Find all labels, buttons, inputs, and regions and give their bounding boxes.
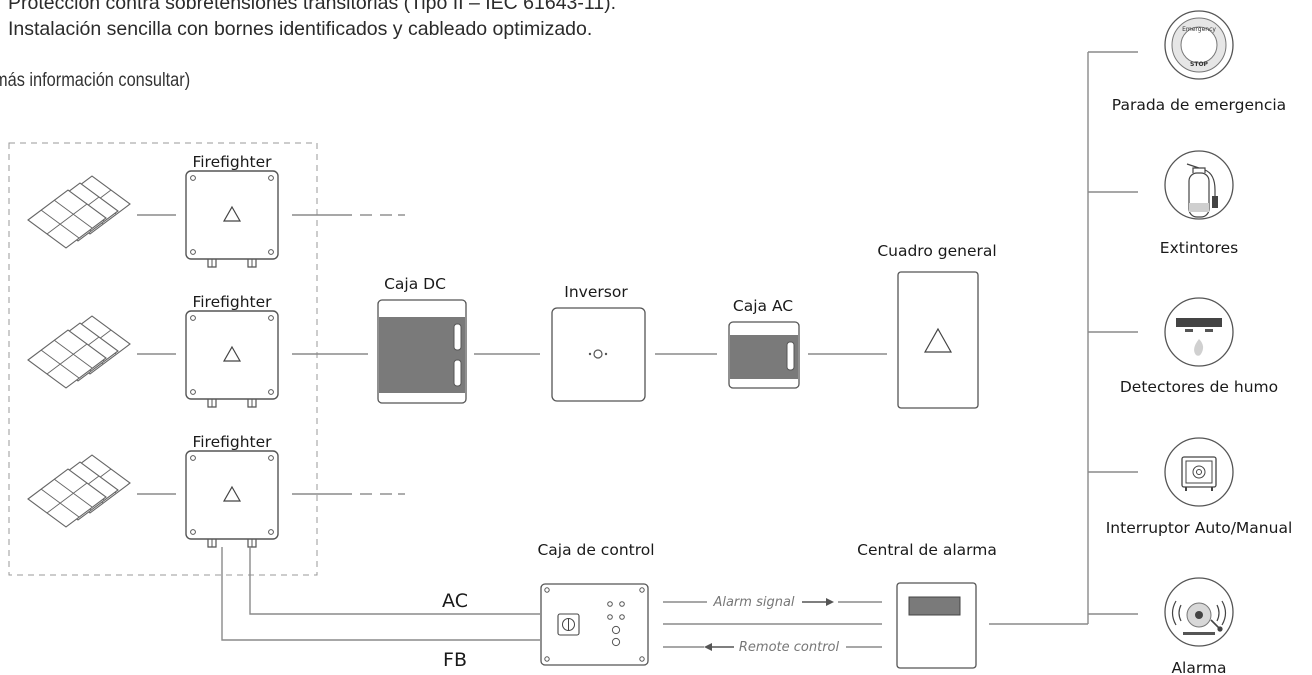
inversor-label: Inversor (564, 283, 628, 301)
caja-control-label: Caja de control (537, 541, 654, 559)
alarm-label: Alarma (1171, 659, 1226, 675)
more-info-note: más información consultar) (0, 70, 191, 91)
firefighter-label-3: Firefighter (192, 433, 272, 451)
emergency-badge-bottom: STOP (1190, 61, 1209, 68)
firefighter-label-2: Firefighter (192, 293, 272, 311)
solar-panel-array-1 (27, 175, 131, 249)
caja-ac-box (728, 321, 800, 389)
firefighter-box-3 (185, 450, 279, 548)
intro-line-2: Instalación sencilla con bornes identifi… (8, 18, 593, 40)
caja-dc-box (377, 299, 467, 404)
extinguisher-icon (1164, 150, 1234, 220)
line-ac-label: AC (442, 590, 468, 612)
caja-control-box (540, 583, 649, 666)
remote-control-label: Remote control (739, 640, 840, 655)
alarm-signal-label: Alarm signal (712, 595, 794, 610)
solar-panel-array-2 (27, 315, 131, 389)
pv-array-enclosure (8, 142, 318, 576)
emergency-stop-label: Parada de emergencia (1112, 96, 1286, 114)
cuadro-general-label: Cuadro general (877, 242, 996, 260)
auto-manual-switch-label: Interruptor Auto/Manual (1106, 519, 1293, 537)
cuadro-general-box (897, 271, 979, 409)
firefighter-box-1 (185, 170, 279, 268)
solar-panel-array-3 (27, 454, 131, 528)
line-fb-label: FB (443, 649, 467, 671)
emergency-stop-icon: Emergency STOP (1164, 10, 1234, 80)
smoke-detector-icon (1164, 297, 1234, 367)
caja-dc-label: Caja DC (384, 275, 446, 293)
smoke-detectors-label: Detectores de humo (1120, 378, 1278, 396)
inversor-box (551, 307, 646, 402)
caja-ac-label: Caja AC (733, 297, 793, 315)
emergency-badge-top: Emergency (1182, 26, 1216, 33)
central-alarma-box (896, 582, 977, 669)
extinguishers-label: Extintores (1160, 239, 1238, 257)
auto-manual-switch-icon (1164, 437, 1234, 507)
firefighter-label-1: Firefighter (192, 153, 272, 171)
intro-line-1: Protección contra sobretensiones transit… (8, 0, 617, 14)
central-alarma-label: Central de alarma (857, 541, 997, 559)
firefighter-box-2 (185, 310, 279, 408)
alarm-bell-icon (1164, 577, 1234, 647)
